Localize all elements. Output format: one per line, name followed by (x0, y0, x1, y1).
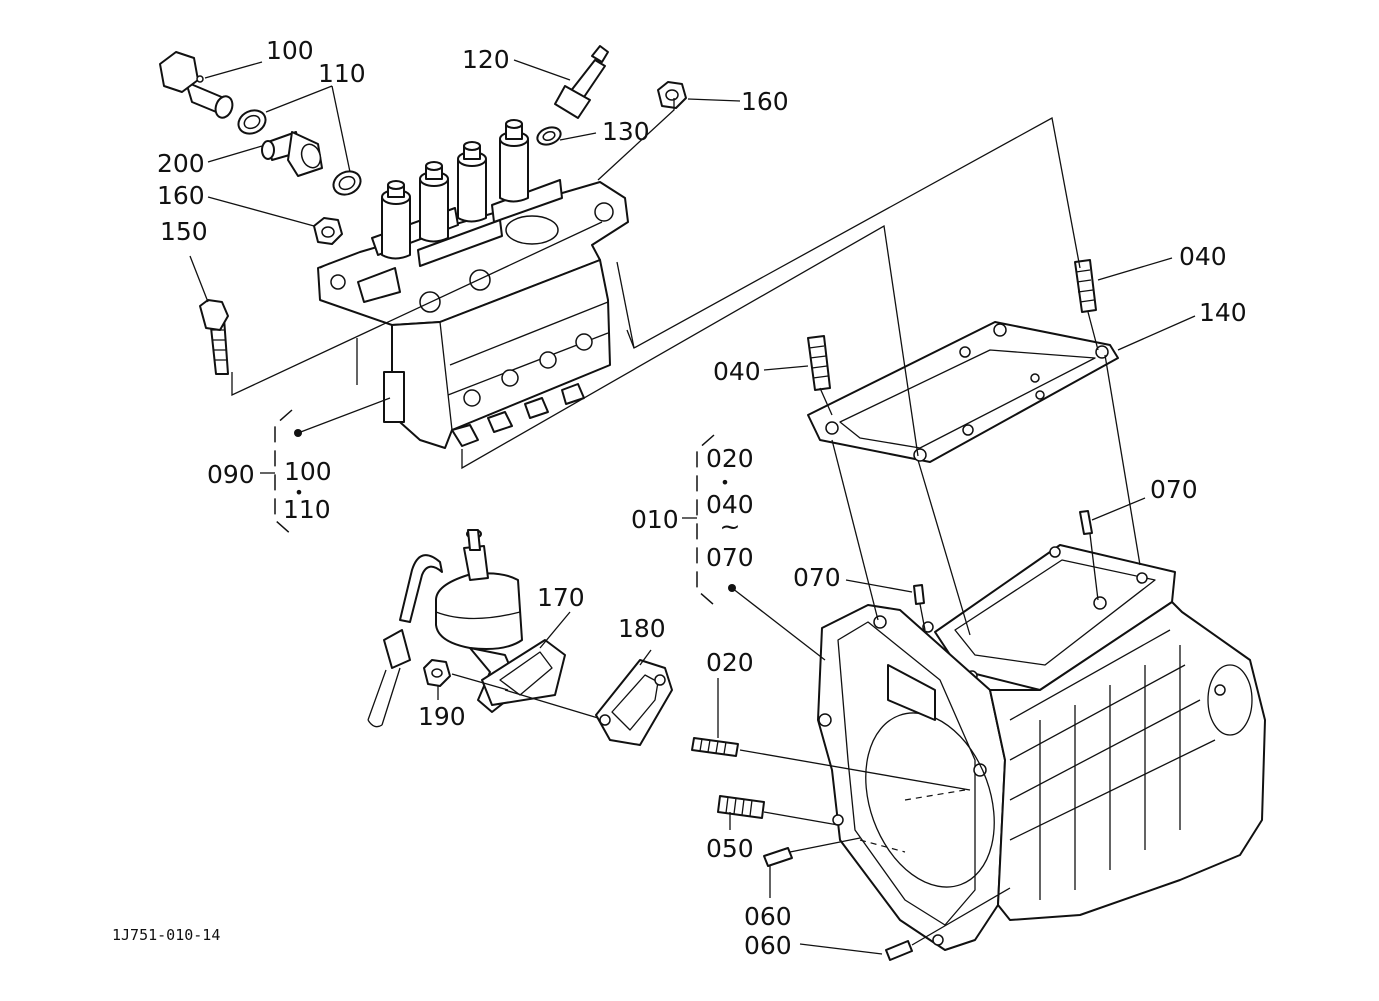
banjo-bolt-icon (423, 659, 451, 687)
callout-070: 070 (793, 563, 841, 592)
callout-050: 050 (706, 834, 754, 863)
stud-bolt-icon (807, 335, 831, 391)
callout-160: 160 (157, 181, 205, 210)
set-separator: • (720, 473, 729, 492)
callout-070: 070 (1150, 475, 1198, 504)
stud-bolt-icon (717, 795, 765, 819)
callout-170: 170 (537, 583, 585, 612)
callout-020: 020 (706, 648, 754, 677)
injection-pump (317, 119, 629, 449)
callout-010: 010 (631, 505, 679, 534)
callout-120: 120 (462, 45, 510, 74)
callout-labels: 100 110 120 160 130 200 160 150 040 140 … (157, 36, 1247, 960)
callout-190: 190 (418, 702, 466, 731)
callout-130: 130 (602, 117, 650, 146)
set-separator: • (294, 483, 303, 502)
callout-110: 110 (283, 495, 331, 524)
leader-lines (189, 59, 1196, 955)
hex-nut-icon (657, 81, 687, 109)
callout-070: 070 (706, 543, 754, 572)
dowel-pin-icon (913, 584, 925, 605)
callout-040: 040 (713, 357, 761, 386)
callout-200: 200 (157, 149, 205, 178)
callout-180: 180 (618, 614, 666, 643)
stud-bolt-icon (1074, 259, 1097, 313)
feed-pump-gasket (595, 659, 673, 746)
dowel-pin-icon (885, 940, 913, 961)
callout-060: 060 (744, 902, 792, 931)
callout-040: 040 (1179, 242, 1227, 271)
air-vent-fitting-icon (554, 45, 609, 119)
callout-110: 110 (318, 59, 366, 88)
diagram-code: 1J751-010-14 (112, 926, 220, 944)
dowel-pin-icon (763, 847, 793, 867)
flange-bolt-icon (199, 299, 229, 375)
callout-060: 060 (744, 931, 792, 960)
callout-160: 160 (741, 87, 789, 116)
callout-020: 020 (706, 444, 754, 473)
callout-090: 090 (207, 460, 255, 489)
eye-bolt-icon (159, 51, 234, 119)
pump-gasket (807, 321, 1119, 463)
fuel-feed-pump (367, 529, 566, 728)
pump-fittings (159, 45, 687, 375)
callout-140: 140 (1199, 298, 1247, 327)
set-indicator-dot (728, 584, 736, 592)
stud-bolt-icon (691, 737, 739, 757)
range-separator: ~ (720, 512, 741, 541)
callout-100: 100 (266, 36, 314, 65)
set-bracket-090 (274, 409, 293, 536)
set-bracket-010 (696, 434, 715, 606)
set-indicator-dot (294, 429, 302, 437)
dowel-pin-icon (1079, 510, 1093, 535)
studs-and-pins (691, 259, 1097, 961)
callout-040: 040 (706, 490, 754, 519)
callout-150: 150 (160, 217, 208, 246)
gear-case (817, 544, 1266, 951)
callout-100: 100 (284, 457, 332, 486)
delivery-valve-barrels (381, 119, 529, 260)
banjo-joint-icon (261, 131, 323, 177)
hex-nut-icon (313, 217, 343, 245)
